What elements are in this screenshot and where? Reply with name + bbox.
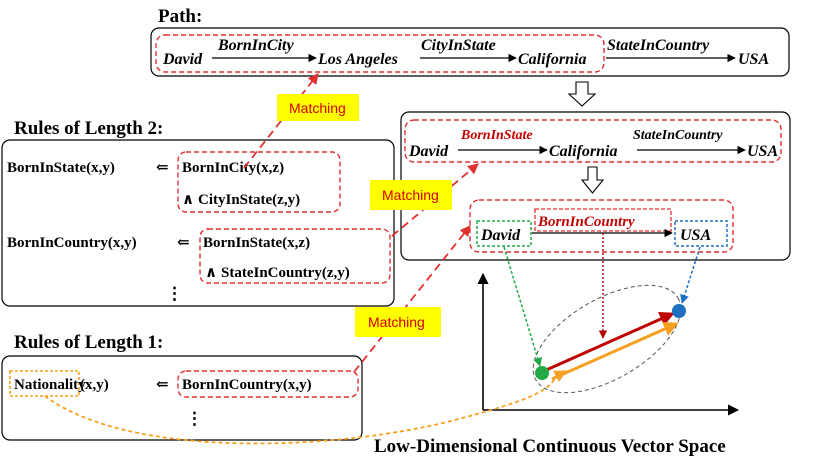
rule2a-head: BornInState(x,y) [7, 160, 115, 176]
nationality-highlight [9, 370, 80, 397]
inf2-node-david: David [480, 227, 521, 244]
inf1-rel-stateincountry: StateInCountry [633, 128, 723, 143]
rules-len1-title: Rules of Length 1: [14, 332, 163, 353]
rules-len1-ellipsis: ⋮ [186, 409, 203, 428]
inf2-rel-bornincountry: BornInCountry [537, 214, 635, 230]
inference-row2-highlight [469, 199, 734, 253]
implies-icon: ⇐ [156, 377, 169, 393]
down-arrow-icon [567, 81, 597, 107]
bornincountry-relation-highlight [534, 208, 672, 232]
matching-label-2: Matching [382, 187, 439, 203]
matching-label-3: Matching [368, 314, 425, 330]
matching-label-3-bg [355, 307, 441, 337]
entity-point-david [535, 366, 549, 380]
rule1-head-pred: Nationality [14, 377, 86, 393]
david-entity-highlight [476, 220, 532, 247]
inf1-node-california: California [549, 143, 617, 160]
rule2a-body-highlight [177, 151, 341, 213]
nationality-embedding-arrow [44, 370, 568, 445]
rules-len2-box [1, 139, 395, 307]
matching-label-1: Matching [289, 100, 346, 116]
implies-icon: ⇐ [156, 160, 169, 176]
path-node-david: David [162, 51, 203, 68]
path-rel-bornincity: BornInCity [217, 37, 294, 54]
embedding-cluster-ellipse [532, 284, 682, 394]
rules-len1-box [1, 355, 363, 441]
projection-arrow-usa [680, 246, 701, 304]
matching-label-1-bg [277, 94, 359, 121]
relation-vector-nationality [551, 322, 679, 381]
inf1-node-usa: USA [747, 143, 778, 160]
inf1-rel-borninstate: BornInState [460, 128, 533, 143]
path-node-los-angeles: Los Angeles [317, 51, 398, 68]
vector-space-label: Low-Dimensional Continuous Vector Space [374, 436, 726, 457]
rules-len2-ellipsis: ⋮ [166, 284, 183, 303]
rule2b-body2: StateInCountry(z,y) [221, 265, 350, 281]
inf1-node-david: David [408, 143, 449, 160]
path-node-usa: USA [738, 51, 769, 68]
matching-label-2-bg [370, 180, 452, 210]
path-rel-cityinstate: CityInState [421, 37, 496, 54]
rule1-head-args: (x,y) [80, 377, 109, 393]
path-title: Path: [158, 6, 202, 27]
rule2a-body2: CityInState(z,y) [198, 192, 300, 208]
path-node-california: California [518, 51, 586, 68]
matching-arrow-rule1 [353, 225, 471, 373]
usa-entity-highlight [674, 220, 728, 247]
inference-row1-highlight [404, 119, 782, 163]
rule1-body: BornInCountry(x,y) [182, 377, 312, 393]
path-box [150, 27, 790, 77]
path-rel-stateincountry: StateInCountry [607, 37, 710, 54]
and-icon: ∧ [205, 265, 217, 281]
relation-vector-bornincountry [543, 312, 675, 373]
entity-point-usa [672, 304, 686, 318]
rule2b-body-highlight [199, 228, 391, 284]
rule2b-head: BornInCountry(x,y) [7, 235, 137, 251]
rules-len2-title: Rules of Length 2: [14, 118, 163, 139]
implies-icon: ⇐ [177, 235, 190, 251]
rule1-body-highlight [177, 370, 359, 398]
rule2b-body1: BornInState(x,z) [203, 235, 310, 251]
path-matched-highlight [155, 34, 605, 73]
projection-arrow-david [503, 246, 542, 367]
inf2-node-usa: USA [680, 227, 711, 244]
down-arrow-icon [580, 166, 605, 194]
and-icon: ∧ [182, 192, 194, 208]
rule2a-body1: BornInCity(x,z) [182, 160, 284, 176]
